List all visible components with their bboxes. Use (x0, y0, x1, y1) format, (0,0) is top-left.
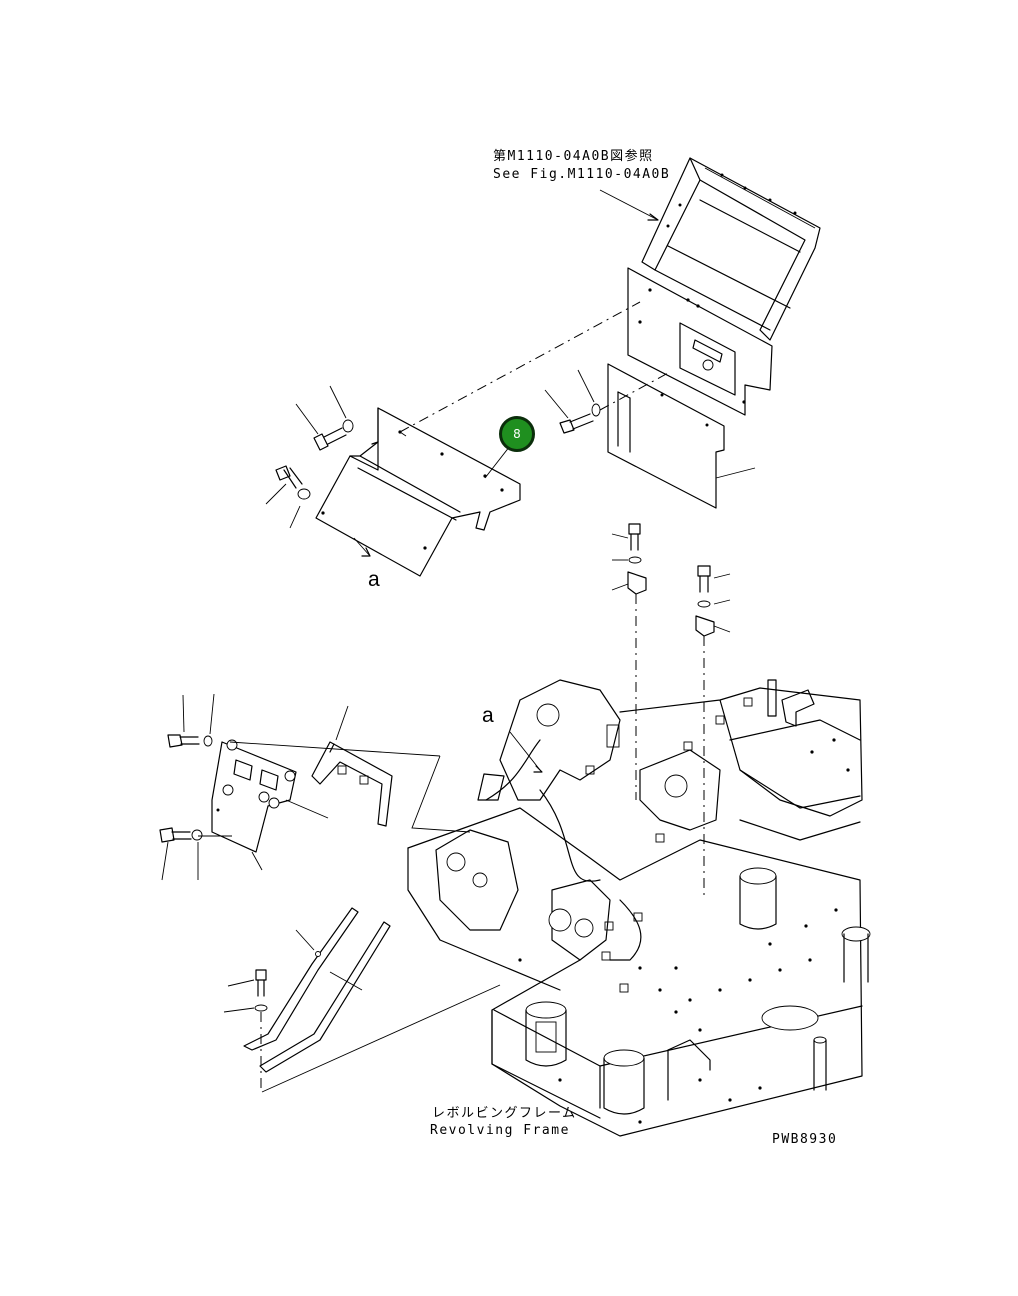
frame-label-english: Revolving Frame (430, 1123, 570, 1138)
cylinder-posts (525, 867, 871, 1115)
frame-label-japanese: レボルビングフレーム (432, 1106, 577, 1121)
side-bracket-plates (159, 693, 471, 881)
reference-leader (599, 189, 659, 221)
callout-number: 8 (513, 427, 521, 441)
alignment-line (399, 301, 641, 433)
bolt-washer-set-left (265, 385, 354, 529)
guide-rails (223, 907, 501, 1093)
seat-support-plate-part (315, 407, 521, 577)
side-cover-plate-part (607, 363, 756, 509)
reference-label-japanese: 第M1110-04A0B図参照 (493, 149, 654, 164)
view-marker-a-frame: a (482, 704, 494, 727)
seat-frame-part (641, 157, 821, 341)
part-callout-8[interactable]: 8 (499, 416, 535, 452)
back-panel-part (627, 267, 773, 416)
bolt-washer-set-top (544, 369, 601, 434)
view-marker-a-top: a (368, 568, 380, 591)
bracket-bolts-middle (611, 523, 731, 898)
callout-leader (484, 445, 511, 479)
revolving-frame-part (407, 679, 871, 1137)
drawing-code: PWB8930 (772, 1132, 838, 1147)
reference-label-english: See Fig.M1110-04A0B (493, 167, 671, 182)
